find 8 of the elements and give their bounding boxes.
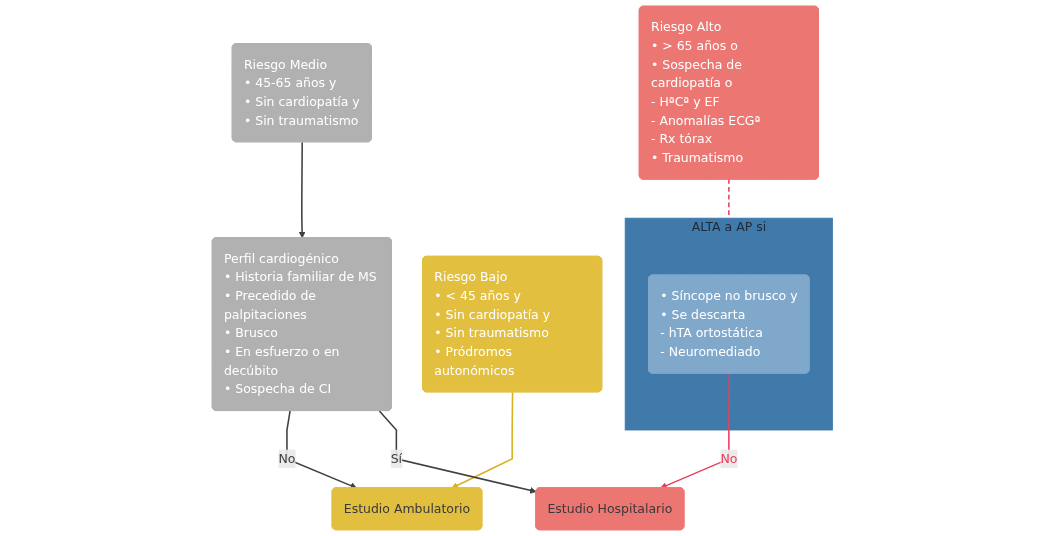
edge-label: No — [278, 451, 296, 466]
arrow — [378, 410, 537, 494]
edge-label: Sí — [390, 451, 403, 466]
arrow — [298, 141, 306, 239]
arrow — [660, 372, 731, 489]
arrow — [286, 410, 358, 489]
arrow — [451, 391, 514, 489]
edge-label: No — [720, 451, 738, 466]
